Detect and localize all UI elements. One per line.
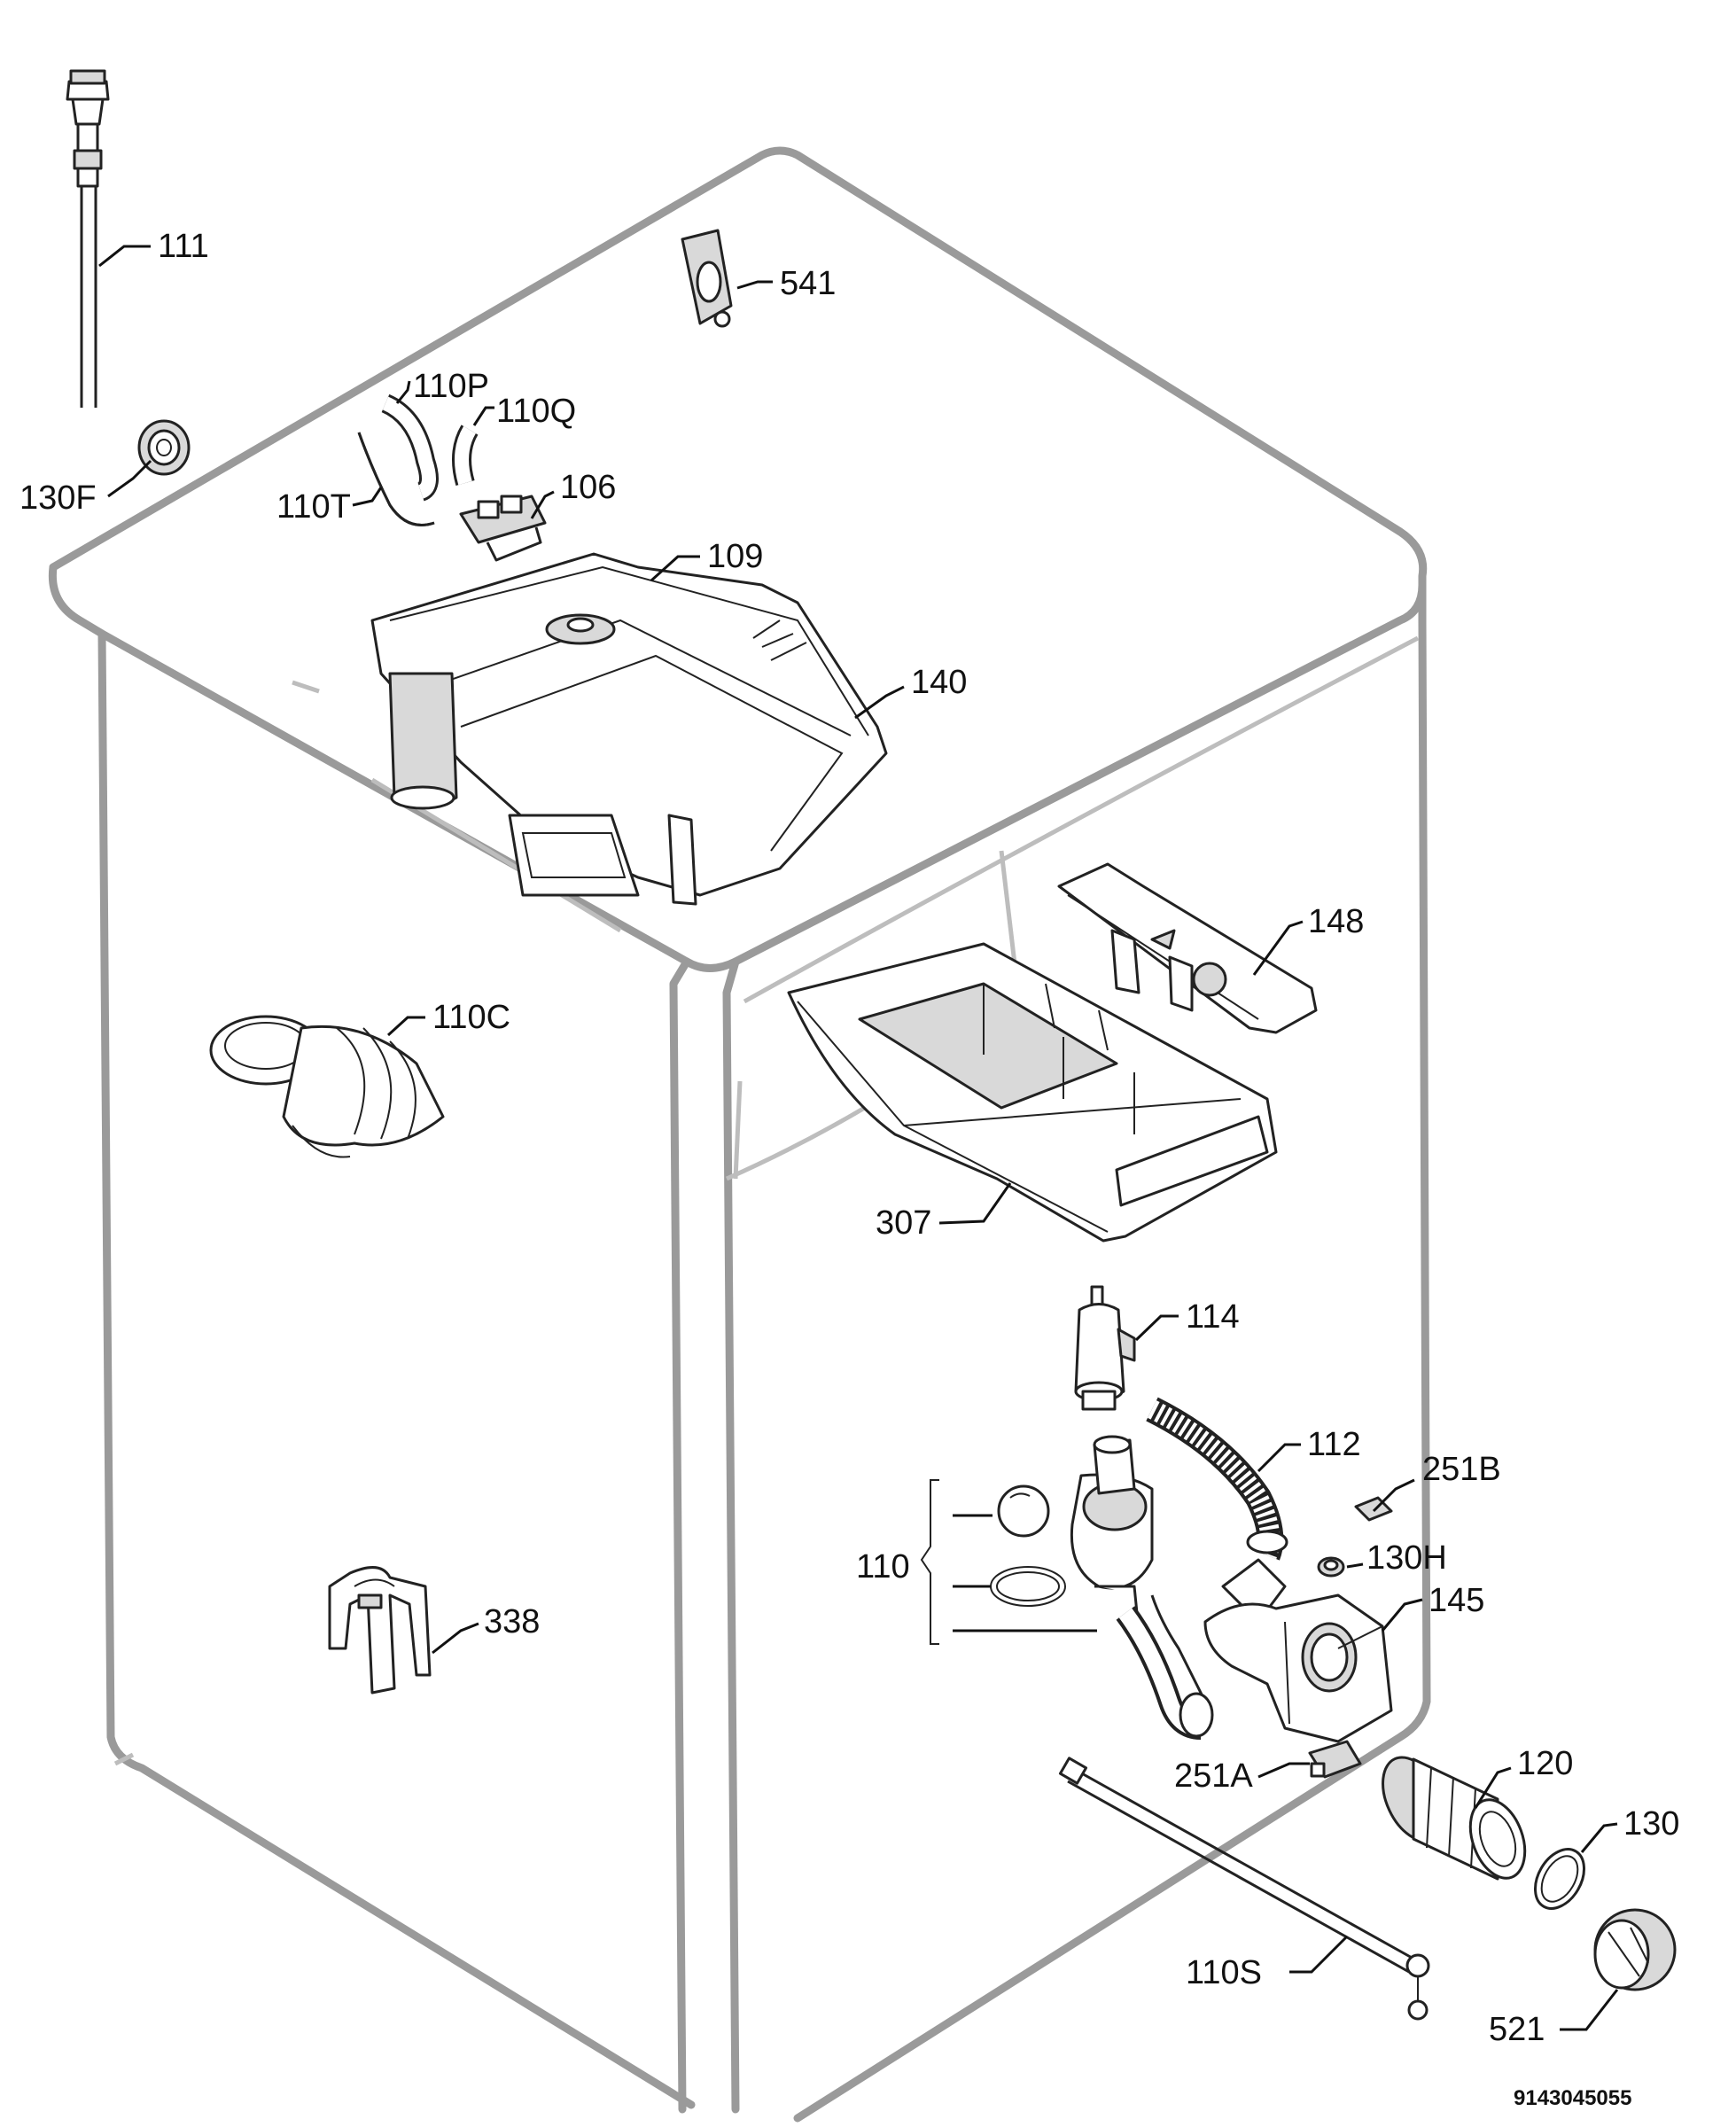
leader-251A — [1257, 1762, 1310, 1779]
label-307: 307 — [876, 1204, 931, 1242]
hose-110T — [357, 432, 435, 526]
leader-338 — [432, 1622, 479, 1655]
leader-130F — [107, 459, 152, 498]
label-110: 110 — [856, 1548, 910, 1586]
label-130H: 130H — [1366, 1539, 1447, 1577]
label-120: 120 — [1517, 1745, 1573, 1782]
label-148: 148 — [1308, 903, 1364, 940]
label-251A: 251A — [1174, 1757, 1253, 1795]
pump-housing-145 — [1203, 1558, 1393, 1743]
cap-521 — [1593, 1908, 1677, 1991]
leader-110S — [1289, 1935, 1349, 1974]
hose-112 — [1146, 1397, 1288, 1561]
label-112: 112 — [1307, 1426, 1361, 1463]
leader-111 — [98, 245, 151, 268]
label-111: 111 — [158, 228, 209, 265]
valve-106 — [459, 495, 547, 562]
leader-110Q — [472, 406, 494, 426]
label-338: 338 — [484, 1603, 540, 1640]
clip-541 — [681, 229, 733, 328]
label-110P: 110P — [413, 368, 489, 405]
label-110C: 110C — [432, 999, 510, 1036]
leader-114 — [1134, 1314, 1179, 1342]
bellows-110C — [209, 1015, 445, 1158]
label-130F: 130F — [19, 479, 97, 517]
leader-110P — [395, 380, 411, 404]
leader-307 — [938, 1182, 1012, 1225]
o-ring-130 — [1534, 1848, 1585, 1910]
hose-110P — [381, 393, 439, 502]
label-106: 106 — [560, 469, 616, 506]
clip-251A — [1308, 1740, 1362, 1779]
detergent-drawer-307 — [787, 942, 1278, 1243]
filter-120 — [1382, 1756, 1527, 1881]
assembly-110 — [920, 1435, 1214, 1740]
label-541: 541 — [780, 265, 836, 302]
leader-148 — [1252, 920, 1304, 976]
leader-106 — [530, 490, 555, 519]
leader-120 — [1474, 1766, 1512, 1809]
label-109: 109 — [707, 538, 763, 575]
leader-145 — [1381, 1598, 1423, 1632]
leader-140 — [854, 685, 905, 720]
label-140: 140 — [911, 664, 967, 701]
leader-541 — [736, 280, 773, 290]
label-114: 114 — [1186, 1298, 1240, 1336]
leader-109 — [650, 555, 700, 582]
tube-110S — [1058, 1757, 1430, 2021]
document-number: 9143045055 — [1514, 2086, 1631, 2110]
grommet-130F — [137, 419, 191, 476]
label-145: 145 — [1429, 1582, 1484, 1619]
clip-251B — [1354, 1496, 1393, 1522]
hose-guide-338 — [328, 1566, 432, 1695]
label-110T: 110T — [276, 488, 351, 526]
label-110S: 110S — [1186, 1954, 1262, 1991]
label-251B: 251B — [1422, 1451, 1501, 1488]
dispenser-housing-140 — [370, 552, 888, 906]
grommet-130H — [1317, 1556, 1345, 1578]
hose-110Q — [452, 425, 479, 487]
label-521: 521 — [1489, 2011, 1545, 2048]
leader-112 — [1257, 1443, 1301, 1473]
leader-521 — [1560, 1989, 1619, 2031]
leader-130 — [1580, 1822, 1618, 1853]
leader-110C — [386, 1016, 425, 1037]
inlet-hose-111 — [66, 69, 110, 408]
chamber-114 — [1074, 1285, 1136, 1411]
leader-130H — [1346, 1562, 1364, 1569]
label-130: 130 — [1623, 1805, 1679, 1843]
label-110Q: 110Q — [496, 393, 576, 430]
control-panel-148 — [1057, 862, 1318, 1034]
leader-251B — [1372, 1478, 1415, 1513]
leader-110T — [352, 487, 383, 507]
